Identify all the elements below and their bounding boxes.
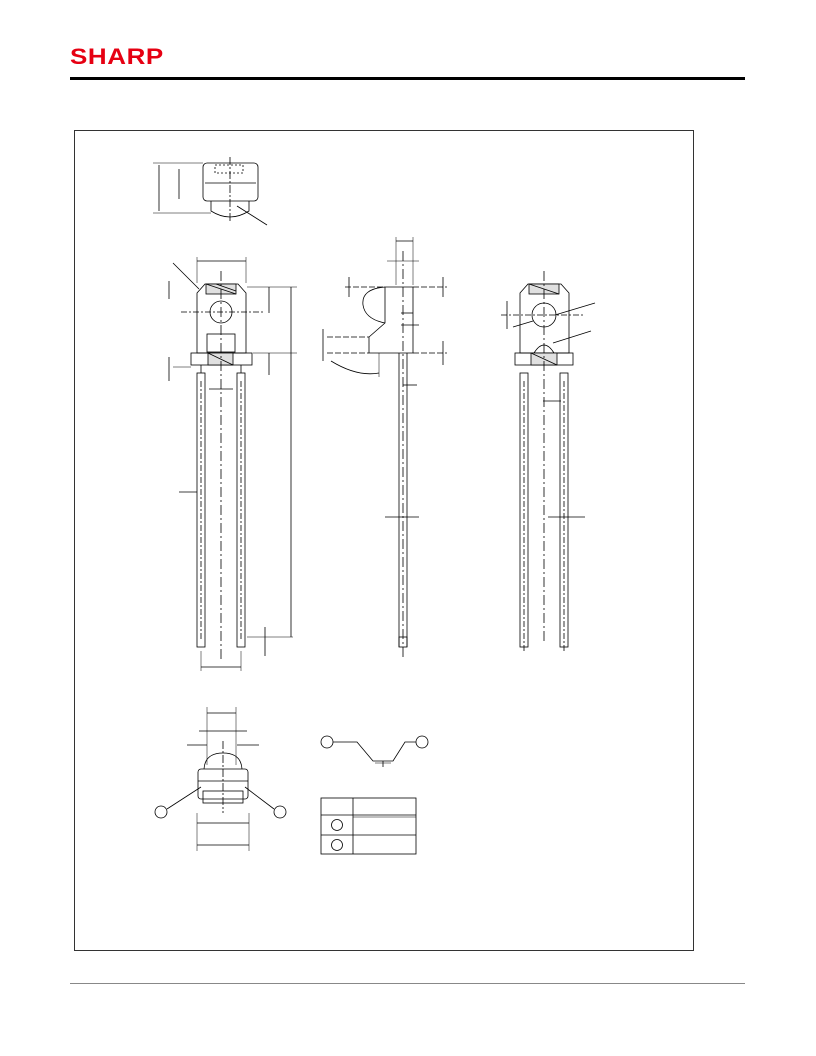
footer-rule — [70, 983, 745, 984]
bottom-view — [154, 707, 287, 851]
header-rule — [70, 77, 745, 80]
top-view — [153, 157, 268, 226]
side-view — [322, 237, 447, 657]
sharp-logo: SHARP — [70, 44, 164, 69]
front-view — [168, 257, 297, 671]
rear-view — [501, 271, 596, 651]
outline-drawing — [153, 157, 596, 855]
outline-drawing-frame — [74, 130, 694, 951]
pin-table — [320, 797, 417, 855]
internal-schematic — [320, 735, 429, 767]
